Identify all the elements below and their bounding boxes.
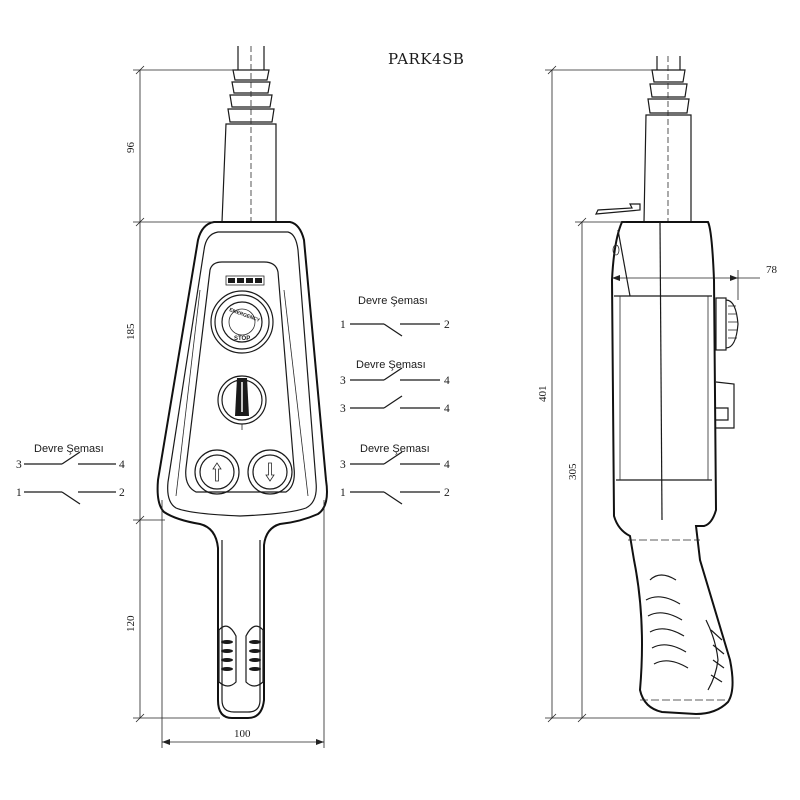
svg-text:4: 4 [444, 403, 450, 415]
stop-label: STOP [234, 336, 250, 342]
svg-text:2: 2 [444, 319, 450, 331]
dim-front-handle: 120 [125, 615, 137, 632]
schematic-left: Devre Şeması 3 4 1 2 [16, 443, 125, 505]
side-handle-grooves [628, 539, 730, 701]
front-faceplate [185, 261, 295, 493]
front-handle-grips [218, 540, 264, 713]
schematic-right-2-title: Devre Şeması [356, 359, 426, 371]
dim-front-top: 96 [125, 142, 137, 154]
drawing-title: PARK4SB [388, 50, 464, 68]
dim-side-total: 401 [537, 386, 549, 403]
svg-text:1: 1 [340, 487, 346, 499]
svg-text:3: 3 [340, 403, 346, 415]
svg-text:3: 3 [340, 375, 346, 387]
side-cable-gland [643, 56, 692, 223]
schematic-right-1-title: Devre Şeması [358, 295, 428, 307]
schematic-right-3: Devre Şeması 3 4 1 2 [340, 443, 450, 505]
side-emergency-knob [715, 297, 739, 351]
selector-switch-icon [217, 375, 267, 430]
svg-text:4: 4 [119, 459, 125, 471]
side-view [594, 56, 739, 716]
arrow-up-icon [194, 449, 240, 495]
front-body-outline [156, 221, 328, 719]
side-dimensions: 401 305 78 [537, 65, 778, 723]
svg-text:3: 3 [340, 459, 346, 471]
svg-text:2: 2 [119, 487, 125, 499]
front-cable-gland [221, 46, 277, 223]
brand-logo [225, 275, 265, 286]
schematic-right-1: Devre Şeması 1 2 [340, 295, 450, 337]
arrow-down-icon [247, 449, 293, 495]
dim-side-depth: 78 [766, 264, 778, 276]
front-body-inner [167, 231, 317, 517]
svg-text:3: 3 [16, 459, 22, 471]
svg-text:4: 4 [444, 459, 450, 471]
dim-front-body: 185 [125, 323, 137, 340]
svg-text:4: 4 [444, 375, 450, 387]
emergency-stop-icon: EMERGENCY STOP [210, 290, 274, 354]
side-body-outline [610, 221, 734, 716]
schematic-right-2: Devre Şeması 3 4 3 4 [340, 359, 450, 415]
dim-side-body: 305 [567, 463, 579, 480]
schematic-left-title: Devre Şeması [34, 443, 104, 455]
front-dimensions: 96 185 120 100 [125, 65, 325, 748]
svg-text:1: 1 [340, 319, 346, 331]
svg-text:1: 1 [16, 487, 22, 499]
dim-front-width: 100 [234, 728, 251, 740]
front-view: EMERGENCY STOP [156, 46, 328, 719]
svg-text:2: 2 [444, 487, 450, 499]
schematic-right-3-title: Devre Şeması [360, 443, 430, 455]
